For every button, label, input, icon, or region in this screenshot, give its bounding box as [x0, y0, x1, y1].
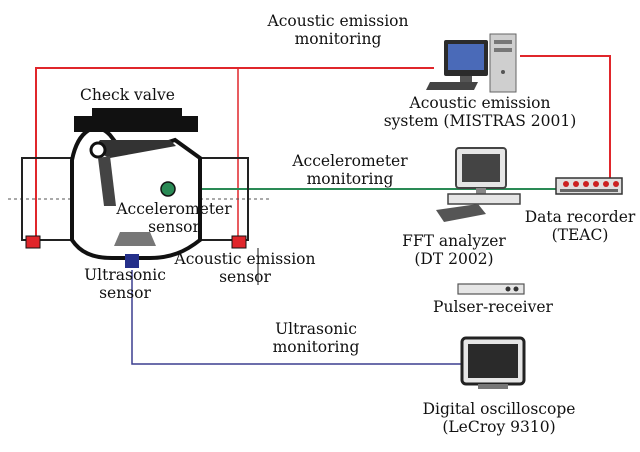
- ae-line-to-recorder: [520, 55, 611, 180]
- pulser-receiver-icon: [457, 283, 525, 295]
- oscilloscope-label: Digital oscilloscope(LeCroy 9310): [422, 400, 576, 436]
- oscilloscope-monitor-icon: [460, 336, 526, 389]
- accelerometer-sensor-dot: [160, 181, 176, 197]
- check-valve-body: [8, 108, 272, 285]
- valve-hinge: [89, 141, 107, 159]
- desktop-computer-icon: [426, 33, 517, 93]
- fft-analyzer-computer-icon: [436, 147, 521, 222]
- valve-seat: [114, 232, 156, 246]
- acoustic-emission-lines: [35, 55, 611, 237]
- ae-sensor-left: [25, 235, 41, 249]
- valve-disc-arm: [92, 140, 176, 158]
- data-recorder-icon: [555, 177, 623, 195]
- ultrasonic-sensor-block: [125, 254, 139, 268]
- fft-analyzer-label: FFT analyzer(DT 2002): [402, 232, 506, 268]
- ultrasonic-line: [131, 270, 462, 365]
- ae-line-left: [35, 67, 434, 237]
- valve-bonnet: [74, 116, 198, 132]
- valve-disc: [98, 156, 116, 206]
- data-recorder-label: Data recorder(TEAC): [524, 208, 636, 244]
- check-valve-label: Check valve: [80, 86, 175, 104]
- pulser-receiver-label: Pulser-receiver: [433, 298, 553, 316]
- ae-sensor-right: [231, 235, 247, 249]
- valve-bonnet-top: [92, 108, 182, 116]
